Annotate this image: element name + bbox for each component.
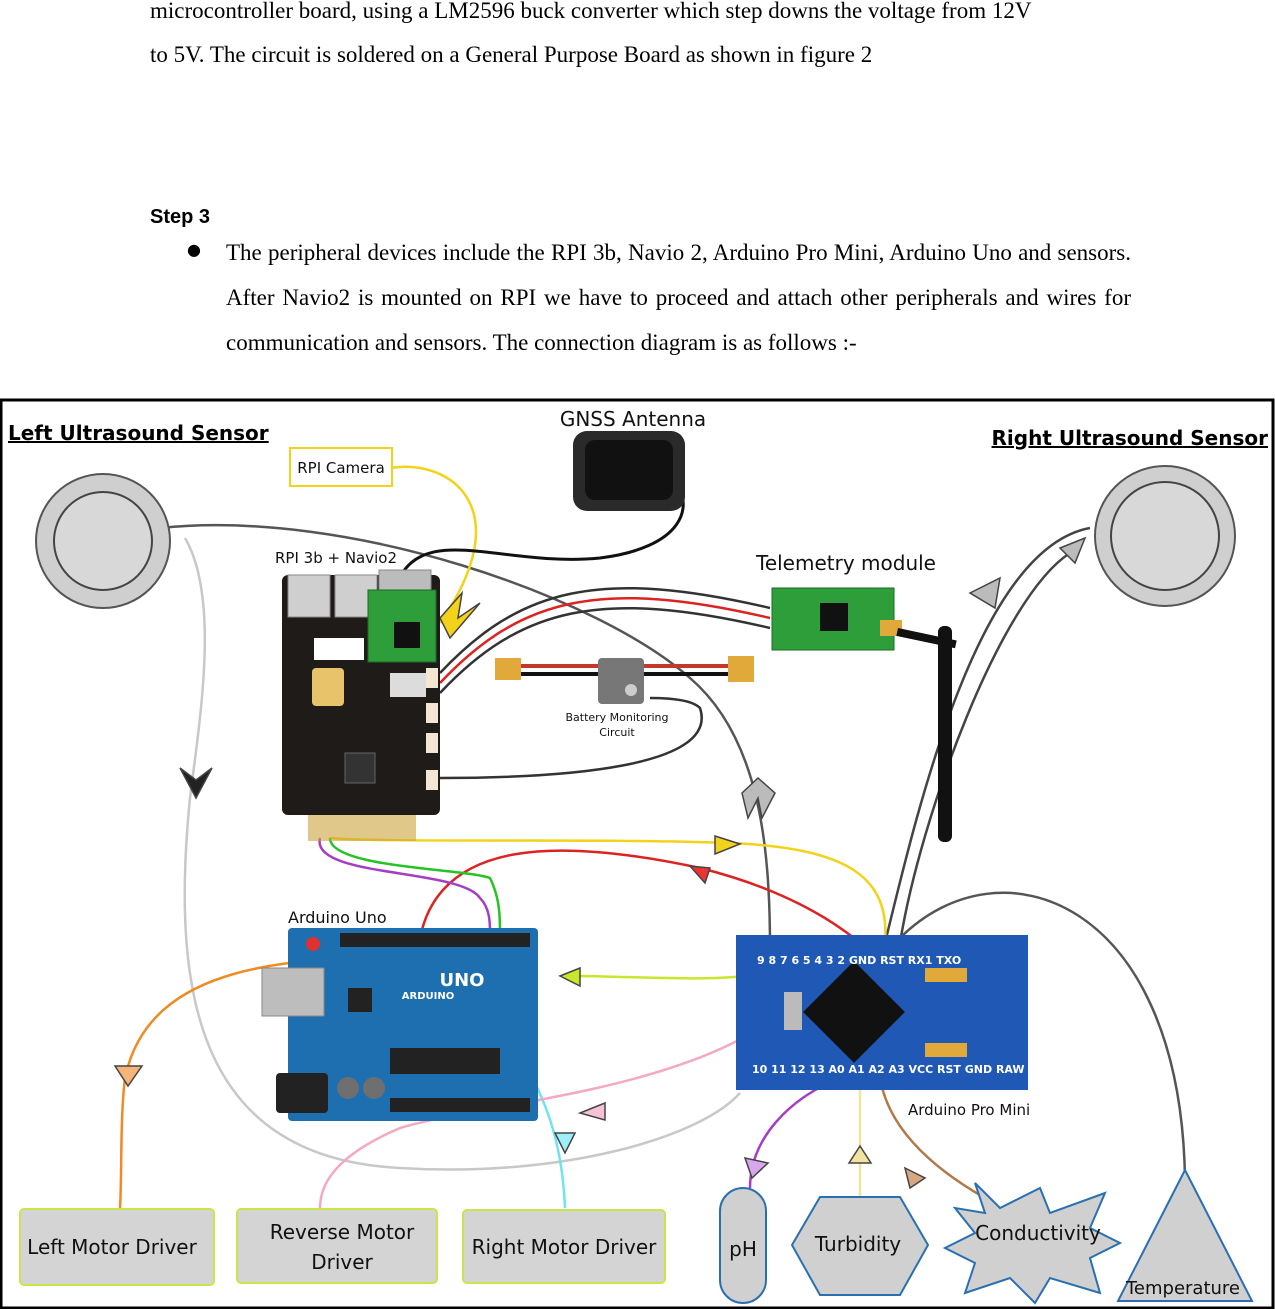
gnss-antenna (573, 431, 685, 511)
arrow-yellow (714, 834, 743, 856)
temperature-sensor: Temperature (1116, 1167, 1254, 1302)
arduino-uno-board: UNO ARDUINO (261, 928, 538, 1121)
right-sensor-label: Right Ultrasound Sensor (992, 426, 1269, 450)
arduino-pro-mini-label: Arduino Pro Mini (908, 1101, 1030, 1119)
arrow-ph (743, 1156, 770, 1180)
left-ultrasound-sensor (35, 473, 171, 609)
ph-sensor: pH (719, 1187, 767, 1304)
arrow-camera (439, 590, 481, 640)
arrow-left-uno (179, 767, 213, 800)
arduino-pro-mini-board: 9 8 7 6 5 4 3 2 GND RST RX1 TXO 10 11 12… (736, 935, 1028, 1090)
right-motor-driver: Right Motor Driver (462, 1209, 666, 1284)
arrow-turbidity (847, 1144, 873, 1164)
arrow-red (688, 865, 712, 885)
arrow-cyan (553, 1132, 577, 1155)
conductivity-wire (878, 1077, 986, 1200)
turbidity-label: Turbidity (814, 1232, 901, 1256)
right-motor-label: Right Motor Driver (472, 1235, 657, 1259)
right-sensor-wire-1 (883, 526, 1091, 944)
diagram-frame (0, 398, 1275, 1309)
step-heading: Step 3 (150, 206, 211, 228)
right-ultrasound-sensor (1094, 465, 1236, 607)
bullet-marker: ● (187, 240, 201, 259)
uno-brand: ARDUINO (402, 991, 454, 1002)
temperature-label: Temperature (1125, 1278, 1240, 1299)
intro-line-1: microcontroller board, using a LM2596 bu… (150, 0, 1032, 23)
telemetry-module (771, 587, 957, 842)
battery-label-1: Battery Monitoring (565, 711, 668, 724)
telemetry-wire-3 (439, 607, 771, 694)
left-motor-driver: Left Motor Driver (19, 1208, 215, 1286)
ph-label: pH (729, 1237, 757, 1261)
arrow-pink (577, 1101, 606, 1121)
purple-wire (318, 837, 492, 934)
uno-logo: UNO (440, 970, 485, 991)
camera-wire (389, 465, 477, 624)
rpi-camera-box: RPI Camera (289, 447, 393, 487)
temperature-wire (899, 891, 1187, 1179)
rpi-navio-label: RPI 3b + Navio2 (275, 549, 397, 567)
connection-diagram: Left Ultrasound Sensor Right Ultrasound … (0, 398, 1275, 1309)
conductivity-sensor: Conductivity (942, 1182, 1123, 1305)
telemetry-wire-2 (439, 597, 771, 684)
green-wire (328, 837, 502, 934)
arrow-ultrasound-left (741, 776, 776, 821)
battery-wire (439, 696, 703, 780)
bullet-paragraph: The peripheral devices include the RPI 3… (226, 240, 1131, 355)
arrow-right-sensor-1 (968, 576, 1001, 610)
reverse-motor-label-2: Driver (311, 1250, 373, 1274)
battery-label-2: Circuit (599, 726, 635, 739)
rpi-navio-board (282, 569, 440, 841)
telemetry-wire-1 (439, 587, 771, 674)
gnss-label: GNSS Antenna (560, 407, 706, 431)
left-motor-label: Left Motor Driver (27, 1235, 197, 1259)
arrow-lime (558, 966, 581, 988)
pro-mini-pins-top: 9 8 7 6 5 4 3 2 GND RST RX1 TXO (757, 954, 961, 967)
right-sensor-wire-2 (898, 551, 1071, 944)
turbidity-sensor: Turbidity (790, 1196, 930, 1296)
reverse-motor-label-1: Reverse Motor (270, 1220, 415, 1244)
red-wire (418, 849, 861, 944)
reverse-motor-driver: Reverse Motor Driver (236, 1208, 438, 1284)
conductivity-label: Conductivity (975, 1221, 1101, 1245)
intro-line-2: to 5V. The circuit is soldered on a Gene… (150, 42, 873, 67)
left-sensor-wire-1 (183, 537, 741, 1171)
battery-monitoring-circuit: Battery Monitoring Circuit (495, 656, 754, 739)
left-sensor-label: Left Ultrasound Sensor (8, 421, 269, 445)
arrow-orange (113, 1065, 144, 1088)
arrow-conductivity (903, 1166, 927, 1190)
gnss-cable (393, 472, 685, 589)
pro-mini-pins-bottom: 10 11 12 13 A0 A1 A2 A3 VCC RST GND RAW (752, 1063, 1025, 1076)
telemetry-label: Telemetry module (755, 551, 936, 575)
left-sensor-wire-2 (159, 524, 772, 949)
rpi-camera-label: RPI Camera (297, 459, 385, 477)
arrow-right-sensor-2 (1058, 536, 1087, 565)
arduino-uno-label: Arduino Uno (288, 908, 387, 927)
